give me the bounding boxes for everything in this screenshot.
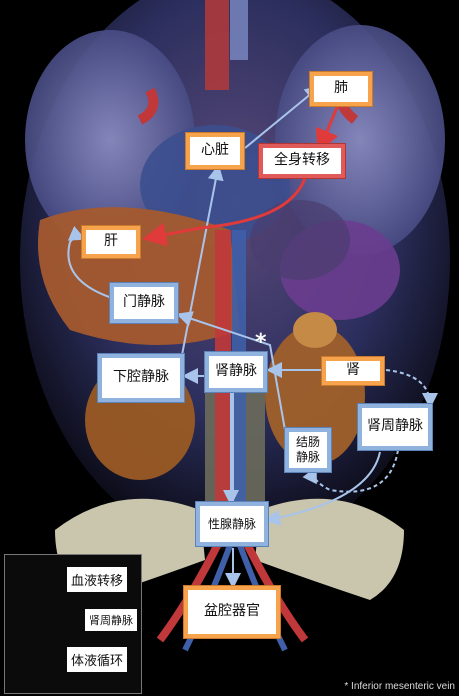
blood-arrows [67, 85, 381, 589]
node-systemic-metastasis: 全身转移 [259, 144, 345, 178]
arrow-heart-to-lung [244, 85, 322, 149]
node-liver: 肝 [82, 226, 140, 258]
arrow-portal-to-liver [67, 225, 113, 299]
node-lung: 肺 [310, 72, 372, 106]
node-ivc: 下腔静脉 [98, 354, 184, 402]
inferior-mesenteric-marker: * [255, 330, 267, 355]
legend-perirenal-label: 肾周静脉 [85, 609, 137, 631]
node-colic-vein: 结肠 静脉 [285, 428, 331, 472]
arrow-perirenal-to-gonadal [264, 451, 381, 526]
lymph-arrows [142, 104, 340, 247]
arrow-colic-to-portal [176, 311, 286, 431]
node-renal-vein: 肾静脉 [205, 352, 267, 392]
legend-lymph-label: 体液循环 [67, 647, 128, 672]
node-gonadal-vein: 性腺静脉 [196, 502, 268, 546]
node-pelvic-organs: 盆腔器官 [184, 586, 280, 638]
arrow-systemic-to-liver [142, 177, 307, 247]
legend: 血液转移 肾周静脉 体液循环 [4, 554, 142, 694]
dashed-kidney-to-perirenal [385, 369, 438, 409]
dashed-perirenal-to-colic [302, 449, 399, 493]
colic-vein-line2: 静脉 [295, 450, 320, 464]
node-kidney: 肾 [322, 357, 384, 385]
node-portal-vein: 门静脉 [110, 283, 178, 323]
node-perirenal-vein: 肾周静脉 [358, 404, 432, 450]
legend-blood-label: 血液转移 [67, 567, 128, 592]
arrow-lung-to-systemic [315, 104, 340, 154]
perirenal-dashed-arrows [302, 369, 438, 493]
footnote: * Inferior mesenteric vein [344, 681, 455, 692]
colic-vein-line1: 结肠 [295, 435, 320, 449]
node-heart: 心脏 [186, 133, 244, 169]
